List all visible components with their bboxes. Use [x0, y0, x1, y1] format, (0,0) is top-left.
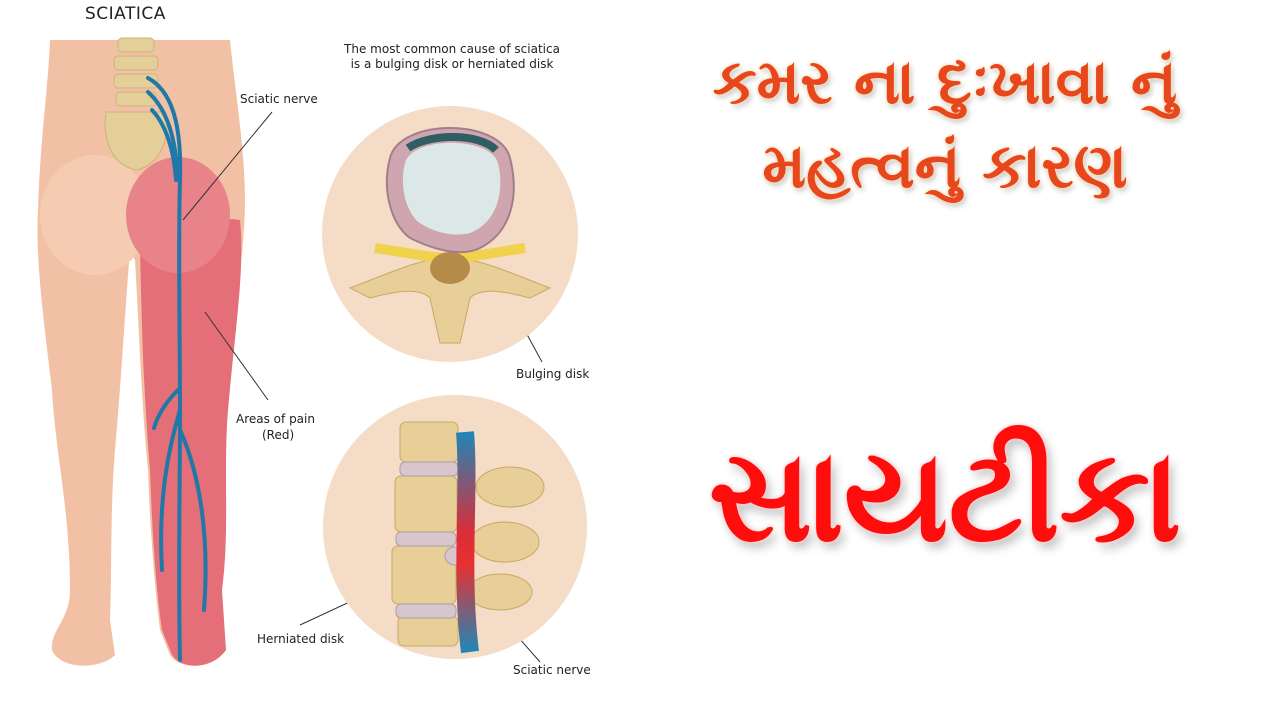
caption-line-2: is a bulging disk or herniated disk [350, 57, 554, 71]
headline-line-2: મહત્વનું કારણ [762, 129, 1128, 202]
main-title-sciatica: સાયટીકા [708, 422, 1182, 571]
label-areas-of-pain: Areas of pain [236, 412, 315, 426]
herniated-disk-illustration [323, 395, 587, 659]
label-areas-of-pain-red: (Red) [262, 428, 295, 442]
label-herniated-disk: Herniated disk [257, 632, 345, 646]
illustration-title: SCIATICA [85, 4, 166, 24]
illustration-caption: The most common cause of sciatica is a b… [334, 42, 570, 72]
body-back-illustration [37, 37, 245, 666]
label-sciatic-nerve-bottom: Sciatic nerve [513, 663, 591, 677]
bulging-disk-illustration [322, 106, 578, 362]
headline: કમર ના દુઃખાવા નું મહત્વનું કારણ [630, 40, 1260, 208]
label-bulging-disk: Bulging disk [516, 367, 590, 381]
caption-line-1: The most common cause of sciatica [344, 42, 560, 56]
label-sciatic-nerve-top: Sciatic nerve [240, 92, 318, 106]
headline-line-1: કમર ના દુઃખાવા નું [712, 45, 1178, 118]
